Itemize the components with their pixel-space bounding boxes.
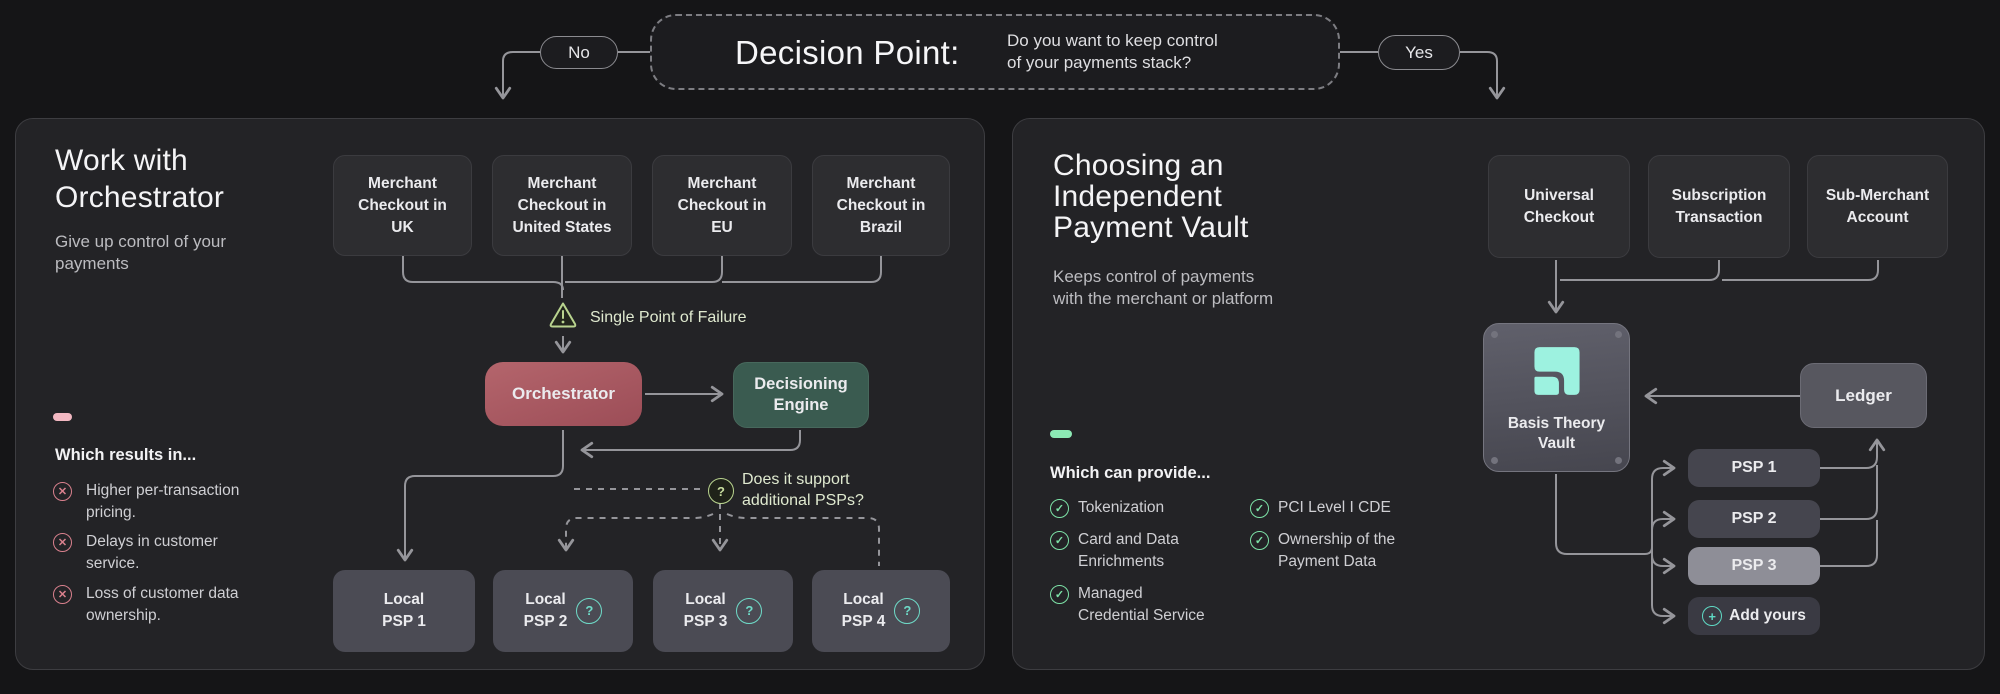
- local-psp-3-box: Local PSP 3 ?: [653, 570, 793, 652]
- corner-dot: [1615, 457, 1622, 464]
- local-psp-3-label: Local PSP 3: [683, 591, 728, 630]
- left-panel-subtitle: Give up control of your payments: [55, 232, 227, 273]
- merchant-checkout-brazil-box: Merchant Checkout in Brazil: [812, 155, 950, 256]
- result-item: Loss of customer data ownership.: [86, 585, 239, 624]
- add-yours-button[interactable]: + Add yours: [1688, 597, 1820, 635]
- decision-question: Do you want to keep control of your paym…: [1007, 31, 1218, 72]
- right-panel-title: Choosing an Independent Payment Vault: [1053, 149, 1249, 244]
- warning-triangle-icon: [549, 302, 577, 328]
- provide-item: Tokenization: [1078, 499, 1165, 516]
- x-circle-icon: ✕: [53, 585, 72, 604]
- psp-2-box: PSP 2: [1688, 500, 1820, 538]
- check-circle-icon: ✓: [1250, 531, 1269, 550]
- x-circle-icon: ✕: [53, 533, 72, 552]
- local-psp-1-box: Local PSP 1: [333, 570, 475, 652]
- flow-question-icon: ?: [708, 478, 734, 504]
- results-heading: Which results in...: [55, 446, 197, 464]
- basis-theory-logo-icon: [1534, 347, 1580, 395]
- x-circle-icon: ✕: [53, 482, 72, 501]
- right-panel-subtitle: Keeps control of payments with the merch…: [1053, 267, 1274, 308]
- local-psp-1-label: Local PSP 1: [382, 591, 426, 630]
- check-circle-icon: ✓: [1050, 499, 1069, 518]
- local-psp-4-label: Local PSP 4: [841, 591, 886, 630]
- merchant-checkout-uk-box: Merchant Checkout in UK: [333, 155, 472, 256]
- question-circle-icon: ?: [894, 598, 921, 624]
- vault-label: Basis Theory Vault: [1507, 415, 1606, 452]
- psp-3-box: PSP 3: [1688, 547, 1820, 585]
- check-circle-icon: ✓: [1250, 499, 1269, 518]
- local-psp-4-box: Local PSP 4 ?: [812, 570, 950, 652]
- pink-accent-pill: [53, 413, 72, 421]
- psp-support-question: Does it support additional PSPs?: [742, 471, 864, 509]
- add-yours-label: Add yours: [1729, 607, 1806, 624]
- local-psp-2-label: Local PSP 2: [523, 591, 568, 630]
- question-circle-icon: ?: [576, 598, 603, 624]
- local-psp-2-box: Local PSP 2 ?: [493, 570, 633, 652]
- orchestrator-to-psp1: [396, 430, 564, 562]
- question-circle-icon: ?: [736, 598, 763, 624]
- ledger-box: Ledger: [1800, 363, 1927, 428]
- result-item: Higher per-transaction pricing.: [86, 482, 240, 521]
- result-item: Delays in customer service.: [86, 533, 218, 572]
- decision-title: Decision Point:: [735, 34, 960, 71]
- no-pill: No: [540, 36, 618, 69]
- engine-return-line: [580, 430, 801, 459]
- corner-dot: [1491, 331, 1498, 338]
- yes-pill: Yes: [1378, 35, 1460, 70]
- decision-point-box: [650, 14, 1340, 90]
- corner-dot: [1615, 331, 1622, 338]
- left-panel-title: Work with Orchestrator: [55, 144, 225, 214]
- subscription-transaction-box: Subscription Transaction: [1648, 155, 1790, 258]
- corner-dot: [1491, 457, 1498, 464]
- psp-1-box: PSP 1: [1688, 449, 1820, 487]
- provide-item: PCI Level I CDE: [1278, 499, 1391, 516]
- merchant-checkout-eu-box: Merchant Checkout in EU: [652, 155, 792, 256]
- universal-checkout-box: Universal Checkout: [1488, 155, 1630, 258]
- provide-item: Managed Credential Service: [1078, 585, 1205, 624]
- provide-item: Ownership of the Payment Data: [1278, 531, 1396, 570]
- provide-item: Card and Data Enrichments: [1078, 531, 1179, 570]
- green-accent-pill: [1050, 430, 1072, 438]
- provide-heading: Which can provide...: [1050, 464, 1211, 482]
- yes-down-line: [1460, 51, 1506, 100]
- no-down-line: [494, 51, 540, 100]
- decisioning-engine-box: Decisioning Engine: [733, 362, 869, 428]
- merchant-checkout-us-box: Merchant Checkout in United States: [492, 155, 632, 256]
- single-point-of-failure-label: Single Point of Failure: [590, 309, 747, 326]
- plus-circle-icon: +: [1702, 606, 1723, 626]
- check-circle-icon: ✓: [1050, 531, 1069, 550]
- check-circle-icon: ✓: [1050, 585, 1069, 604]
- orchestrator-box: Orchestrator: [485, 362, 642, 426]
- sub-merchant-account-box: Sub-Merchant Account: [1807, 155, 1948, 258]
